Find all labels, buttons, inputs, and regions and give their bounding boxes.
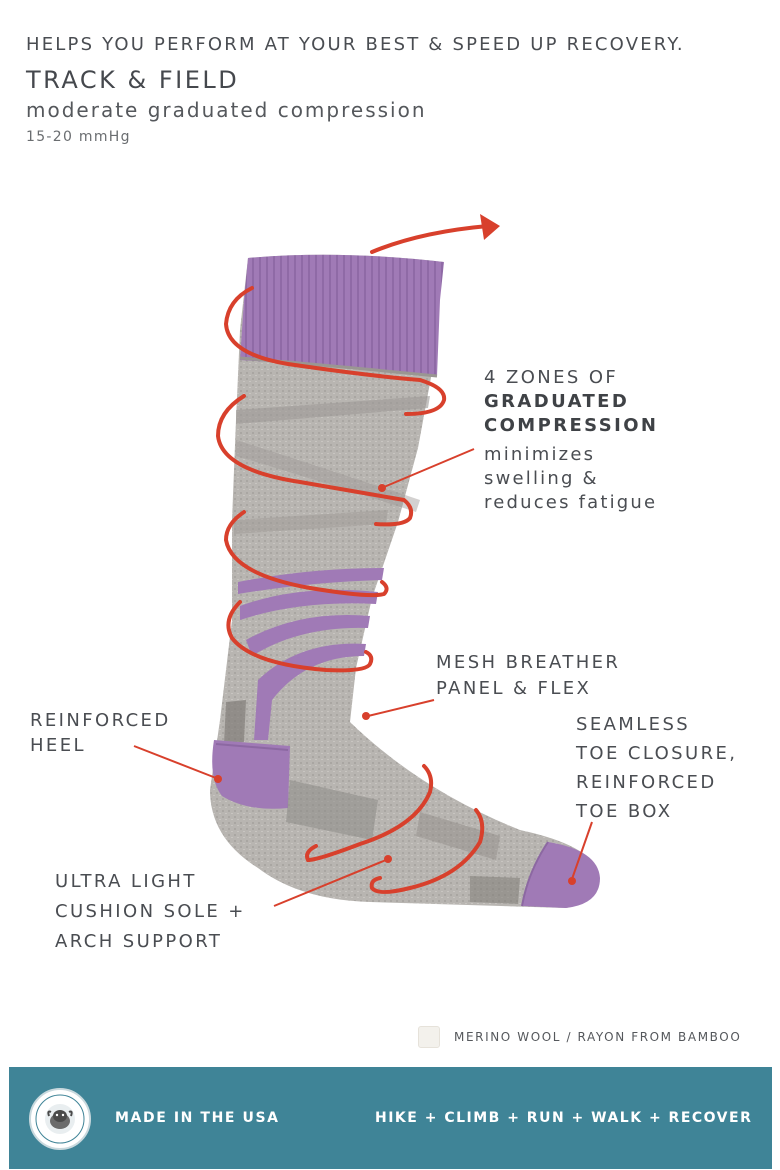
material-legend: MERINO WOOL / RAYON FROM BAMBOO (418, 1026, 741, 1048)
activities-list: HIKE + CLIMB + RUN + WALK + RECOVER (375, 1110, 753, 1126)
callout-heel: REINFORCED HEEL (30, 708, 171, 758)
sock-heel (212, 740, 290, 809)
sock-body (210, 254, 599, 909)
mesh-line1: MESH BREATHER (436, 652, 621, 673)
toe-line4: TOE BOX (576, 801, 673, 822)
sheep-badge-icon (29, 1088, 91, 1150)
callout-lines (133, 448, 593, 907)
callout-sole: ULTRA LIGHT CUSHION SOLE + ARCH SUPPORT (55, 867, 246, 957)
purple-stripe-1 (238, 568, 384, 594)
zones-desc3: reduces fatigue (484, 492, 658, 513)
sole-line1: ULTRA LIGHT (55, 871, 197, 892)
sock-toe (522, 842, 600, 908)
callout-mesh-panel: MESH BREATHER PANEL & FLEX (436, 650, 620, 702)
heel-line2: HEEL (30, 735, 86, 756)
sole-line2: CUSHION SOLE + (55, 901, 246, 922)
callout-toe: SEAMLESS TOE CLOSURE, REINFORCED TOE BOX (576, 710, 737, 826)
material-swatch (418, 1026, 440, 1048)
made-in-usa: MADE IN THE USA (115, 1110, 280, 1126)
purple-stripe-3 (246, 615, 370, 656)
zones-line1: 4 ZONES OF (484, 367, 619, 388)
pressure-rating: 15-20 mmHg (26, 129, 131, 145)
mesh-line2: PANEL & FLEX (436, 678, 592, 699)
footer-banner (9, 1067, 772, 1169)
toe-line3: REINFORCED (576, 772, 717, 793)
sole-line3: ARCH SUPPORT (55, 931, 223, 952)
compression-rings (215, 286, 485, 894)
page-title: TRACK & FIELD (26, 66, 240, 94)
subtitle: moderate graduated compression (26, 98, 427, 122)
heel-line1: REINFORCED (30, 710, 171, 731)
callout-compression-description: minimizes swelling & reduces fatigue (484, 443, 657, 515)
zones-desc2: swelling & (484, 468, 599, 489)
material-label: MERINO WOOL / RAYON FROM BAMBOO (454, 1030, 742, 1044)
zones-line2: GRADUATED (484, 391, 630, 412)
tagline: HELPS YOU PERFORM AT YOUR BEST & SPEED U… (26, 34, 685, 55)
toe-line2: TOE CLOSURE, (576, 743, 738, 764)
toe-line1: SEAMLESS (576, 714, 691, 735)
callout-compression-zones: 4 ZONES OF GRADUATED COMPRESSION (484, 366, 658, 438)
sock-cuff (240, 254, 444, 376)
zones-line3: COMPRESSION (484, 415, 659, 436)
compression-direction-arrow (370, 224, 490, 254)
purple-stripe-4 (254, 643, 366, 740)
zones-desc1: minimizes (484, 444, 596, 465)
purple-stripe-2 (240, 589, 378, 620)
